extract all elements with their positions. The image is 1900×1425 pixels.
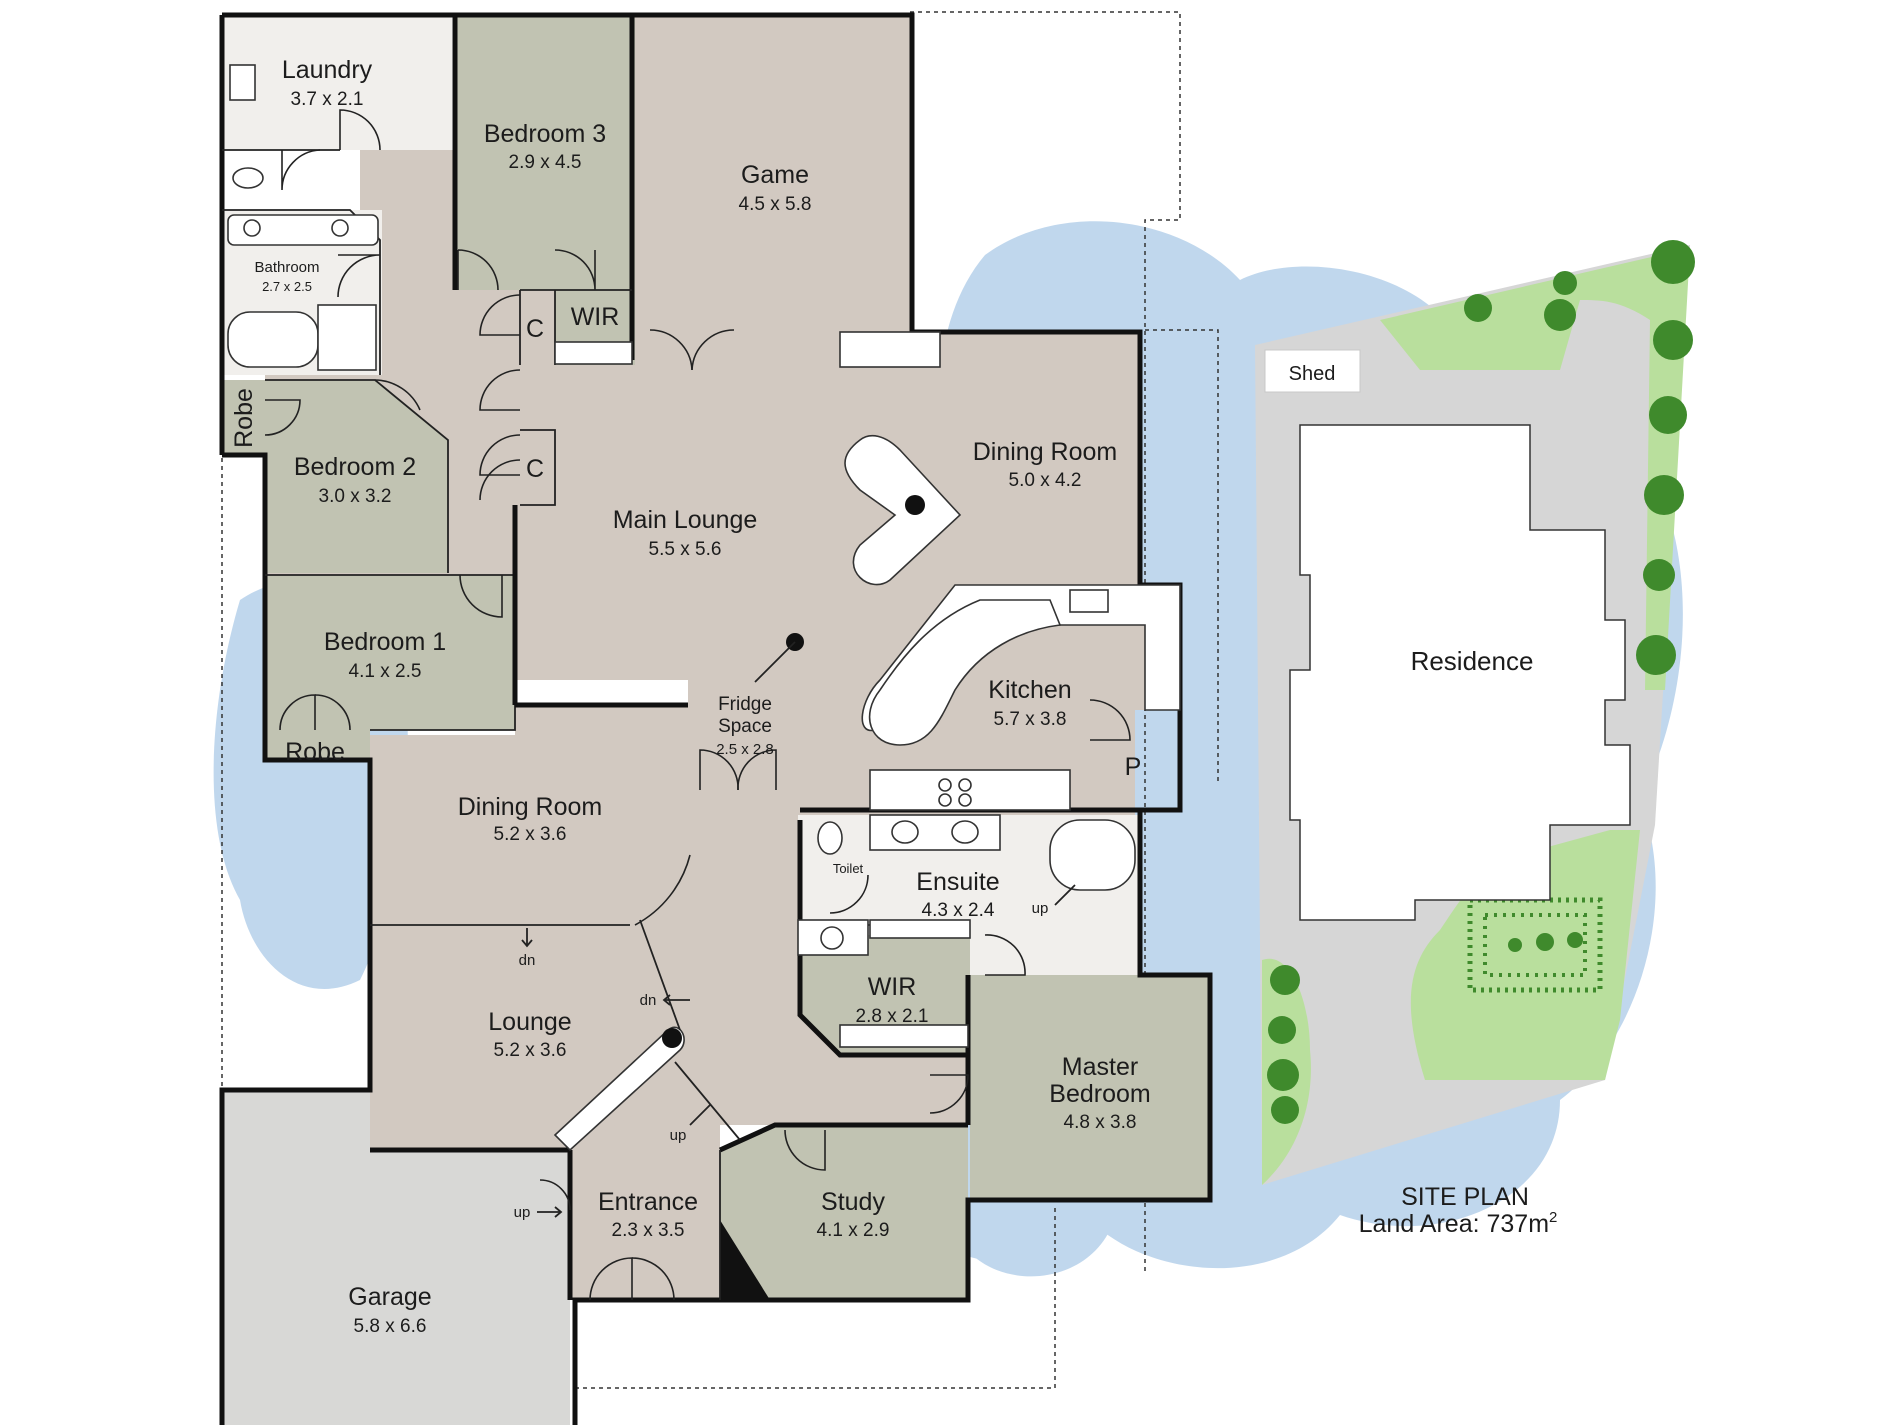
tree-icon bbox=[1544, 299, 1576, 331]
study-name: Study bbox=[821, 1188, 885, 1216]
tree-icon bbox=[1636, 635, 1676, 675]
garage-dims: 5.8 x 6.6 bbox=[354, 1316, 427, 1337]
doors bbox=[264, 109, 1131, 1301]
lawn-top bbox=[1380, 248, 1690, 690]
shed bbox=[1264, 349, 1361, 393]
study-floor bbox=[720, 1125, 968, 1300]
wir-master-dims: 2.8 x 2.1 bbox=[856, 1006, 929, 1027]
study-dims: 4.1 x 2.9 bbox=[817, 1220, 890, 1241]
pantry-name: P bbox=[1125, 753, 1142, 781]
site-plan: Shed Residence SITE PLAN Land Area: 737m… bbox=[1255, 240, 1695, 1238]
stair-up-ensuite: up bbox=[1032, 900, 1049, 917]
tree-icon bbox=[1651, 240, 1695, 284]
dining-lower-name: Dining Room bbox=[458, 793, 603, 821]
master-bedroom-name-2: Bedroom bbox=[1049, 1080, 1150, 1108]
bedroom2-dims: 3.0 x 3.2 bbox=[319, 486, 392, 507]
robe-left-floor bbox=[222, 380, 265, 455]
tree-icon bbox=[1644, 475, 1684, 515]
tree-icon bbox=[1653, 320, 1693, 360]
tree-icon bbox=[1271, 1096, 1299, 1124]
main-lounge-name: Main Lounge bbox=[613, 506, 758, 534]
land-area-superscript: 2 bbox=[1549, 1209, 1557, 1226]
stair-dn-dining: dn bbox=[519, 952, 536, 969]
bedroom1-name: Bedroom 1 bbox=[324, 628, 446, 656]
laundry-name: Laundry bbox=[282, 56, 373, 84]
residence-footprint bbox=[1289, 424, 1631, 921]
ensuite-dims: 4.3 x 2.4 bbox=[922, 900, 995, 921]
dining-upper-name: Dining Room bbox=[973, 438, 1118, 466]
stair-markers: dn dn up up up bbox=[514, 884, 1076, 1221]
entrance-dims: 2.3 x 3.5 bbox=[612, 1220, 685, 1241]
fixtures bbox=[227, 64, 1181, 1152]
laundry-dims: 3.7 x 2.1 bbox=[291, 89, 364, 110]
land-area-label: Land Area: 737m2 bbox=[1359, 1209, 1558, 1238]
shed-label: Shed bbox=[1289, 363, 1336, 385]
master-bedroom-dims: 4.8 x 3.8 bbox=[1064, 1112, 1137, 1133]
kitchen-name: Kitchen bbox=[988, 676, 1071, 704]
bedroom1-floor bbox=[265, 575, 515, 760]
fridge-space-floor bbox=[688, 680, 788, 790]
tree-icon bbox=[1553, 271, 1577, 295]
bathroom-dims: 2.7 x 2.5 bbox=[262, 279, 312, 294]
laundry-floor bbox=[222, 15, 452, 150]
tree-icon bbox=[1268, 1016, 1296, 1044]
master-bedroom-name-1: Master bbox=[1062, 1053, 1138, 1081]
ensuite-name: Ensuite bbox=[916, 868, 999, 896]
cupboard-2-name: C bbox=[526, 455, 544, 483]
site-plan-title: SITE PLAN bbox=[1401, 1183, 1529, 1211]
game-name: Game bbox=[741, 161, 809, 189]
fridge-space-dims: 2.5 x 2.8 bbox=[716, 741, 774, 758]
bathroom-name: Bathroom bbox=[254, 259, 319, 276]
property-boundary-lines bbox=[221, 11, 1219, 1389]
main-lounge-dims: 5.5 x 5.6 bbox=[649, 539, 722, 560]
garage-floor bbox=[222, 1090, 570, 1425]
tree-icons bbox=[1267, 240, 1695, 1124]
wir-master-name: WIR bbox=[868, 973, 917, 1001]
room-labels: Laundry 3.7 x 2.1 Bedroom 3 2.9 x 4.5 Ga… bbox=[230, 56, 1151, 1337]
land-area-text: Land Area: 737m bbox=[1359, 1210, 1549, 1238]
bedroom3-dims: 2.9 x 4.5 bbox=[509, 152, 582, 173]
lounge-name: Lounge bbox=[488, 1008, 571, 1036]
bedroom3-name: Bedroom 3 bbox=[484, 120, 606, 148]
garage-name: Garage bbox=[348, 1283, 431, 1311]
tree-icon bbox=[1649, 396, 1687, 434]
robe-left-name: Robe bbox=[230, 388, 258, 448]
dining-upper-dims: 5.0 x 4.2 bbox=[1009, 470, 1082, 491]
entrance-name: Entrance bbox=[598, 1188, 698, 1216]
tree-icon bbox=[1643, 559, 1675, 591]
robe-lower-name: Robe bbox=[285, 738, 345, 766]
stair-up-garage: up bbox=[514, 1204, 531, 1221]
fridge-space-name-1: Fridge bbox=[718, 694, 772, 715]
lounge-dims: 5.2 x 3.6 bbox=[494, 1040, 567, 1061]
entrance-floor bbox=[570, 1100, 720, 1300]
kitchen-dims: 5.7 x 3.8 bbox=[994, 709, 1067, 730]
floor-fills bbox=[222, 15, 1210, 1425]
stair-dn-hall: dn bbox=[640, 992, 657, 1009]
game-dims: 4.5 x 5.8 bbox=[739, 194, 812, 215]
bedroom3-floor bbox=[455, 15, 635, 290]
dining-lower-dims: 5.2 x 3.6 bbox=[494, 824, 567, 845]
tree-icon bbox=[1464, 294, 1492, 322]
study-dark-corner bbox=[720, 1220, 770, 1300]
wir-upper-name: WIR bbox=[571, 303, 620, 331]
cupboard-1-name: C bbox=[526, 315, 544, 343]
tree-icon bbox=[1270, 965, 1300, 995]
master-bedroom-floor bbox=[970, 975, 1210, 1200]
bedroom1-dims: 4.1 x 2.5 bbox=[349, 661, 422, 682]
bedroom2-floor bbox=[265, 380, 448, 573]
tree-icon bbox=[1267, 1059, 1299, 1091]
bedroom2-name: Bedroom 2 bbox=[294, 453, 416, 481]
stair-up-entrance: up bbox=[670, 1127, 687, 1144]
fridge-space-name-2: Space bbox=[718, 716, 772, 737]
toilet-name: Toilet bbox=[833, 861, 864, 876]
residence-label: Residence bbox=[1411, 646, 1534, 676]
